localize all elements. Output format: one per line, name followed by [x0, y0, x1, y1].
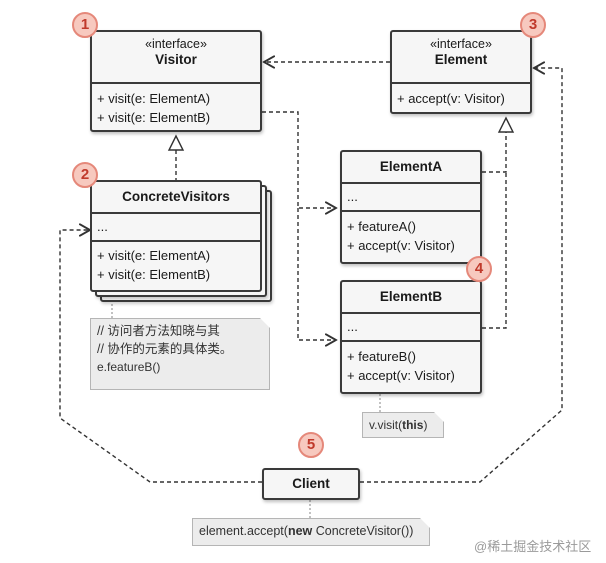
- elementb-note-pre: v.visit(: [369, 418, 403, 432]
- dependency-visitor-elements: [262, 111, 336, 208]
- elementa-method: + featureA(): [347, 219, 417, 234]
- client-note: element.accept(new ConcreteVisitor()): [192, 518, 430, 546]
- elementb-note-post: ): [423, 418, 428, 432]
- step-badge-5: 5: [298, 432, 324, 458]
- concrete-visitors-name: ConcreteVisitors: [122, 189, 230, 204]
- visitor-note-line: // 协作的元素的具体类。: [97, 342, 233, 356]
- concrete-visitors-box: ConcreteVisitors ... + visit(e: ElementA…: [90, 180, 262, 292]
- concrete-visitors-field: ...: [97, 219, 108, 234]
- elementa-method: + accept(v: Visitor): [347, 238, 455, 253]
- visitor-method: + visit(e: ElementB): [97, 110, 211, 125]
- visitor-note-line: // 访问者方法知晓与其: [97, 324, 220, 338]
- elementb-header: ElementB: [342, 282, 480, 314]
- element-header: «interface» Element: [392, 32, 530, 84]
- step-badge-1: 1: [72, 12, 98, 38]
- elementb-method: + accept(v: Visitor): [347, 368, 455, 383]
- step-badge-2: 2: [72, 162, 98, 188]
- visitor-method: + visit(e: ElementA): [97, 91, 211, 106]
- elementa-name: ElementA: [379, 159, 443, 174]
- realization-elementa: [482, 132, 507, 173]
- client-note-post: ConcreteVisitor()): [312, 524, 414, 538]
- element-methods: + accept(v: Visitor): [392, 84, 530, 108]
- elementb-field: ...: [347, 319, 358, 334]
- concrete-visitors-fields: ...: [92, 214, 260, 242]
- step-badge-4: 4: [466, 256, 492, 282]
- client-note-bold: new: [287, 524, 313, 538]
- elementb-fields: ...: [342, 314, 480, 342]
- elementb-box: ElementB ... + featureB() + accept(v: Vi…: [340, 280, 482, 394]
- element-name: Element: [434, 52, 488, 67]
- elementa-field: ...: [347, 189, 358, 204]
- visitor-note-line: e.featureB(): [97, 360, 161, 374]
- element-stereotype: «interface»: [430, 37, 492, 51]
- elementb-note: v.visit(this): [362, 412, 444, 438]
- visitor-note: // 访问者方法知晓与其 // 协作的元素的具体类。 e.featureB(): [90, 318, 270, 390]
- step-badge-3: 3: [520, 12, 546, 38]
- realization-triangle-element: [497, 116, 515, 133]
- watermark-text: @稀土掘金技术社区: [474, 539, 592, 554]
- client-box: Client: [262, 468, 360, 500]
- elementb-method: + featureB(): [347, 349, 417, 364]
- elementb-note-bold: this: [402, 418, 424, 432]
- concrete-visitors-methods: + visit(e: ElementA) + visit(e: ElementB…: [92, 242, 260, 284]
- element-method: + accept(v: Visitor): [397, 91, 505, 106]
- client-name: Client: [292, 476, 330, 491]
- concrete-visitors-header: ConcreteVisitors: [92, 182, 260, 214]
- realization-triangle-visitor: [167, 134, 185, 151]
- concrete-visitors-method: + visit(e: ElementB): [97, 267, 211, 282]
- elementa-fields: ...: [342, 184, 480, 212]
- visitor-interface-box: «interface» Visitor + visit(e: ElementA)…: [90, 30, 262, 132]
- visitor-header: «interface» Visitor: [92, 32, 260, 84]
- elementa-methods: + featureA() + accept(v: Visitor): [342, 212, 480, 255]
- elementb-name: ElementB: [379, 289, 443, 304]
- visitor-methods: + visit(e: ElementA) + visit(e: ElementB…: [92, 84, 260, 127]
- elementa-header: ElementA: [342, 152, 480, 184]
- visitor-stereotype: «interface»: [145, 37, 207, 51]
- dependency-client-element: [360, 68, 563, 483]
- client-note-pre: element.accept(: [199, 524, 288, 538]
- client-header: Client: [264, 470, 358, 492]
- elementb-methods: + featureB() + accept(v: Visitor): [342, 342, 480, 385]
- concrete-visitors-method: + visit(e: ElementA): [97, 248, 211, 263]
- dependency-client-visitors: [59, 230, 262, 483]
- dependency-visitor-elementb: [297, 208, 336, 340]
- element-interface-box: «interface» Element + accept(v: Visitor): [390, 30, 532, 114]
- realization-elementb: [482, 172, 507, 329]
- elementa-box: ElementA ... + featureA() + accept(v: Vi…: [340, 150, 482, 264]
- visitor-name: Visitor: [155, 52, 197, 67]
